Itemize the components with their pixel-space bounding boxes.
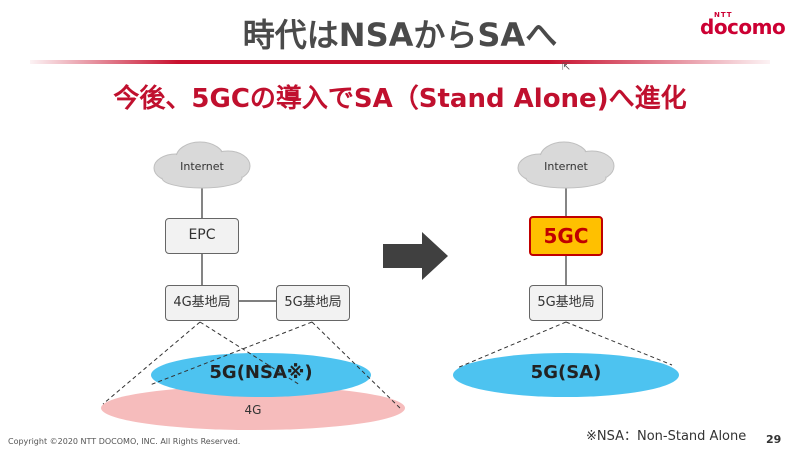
title-underline: [30, 60, 770, 64]
nsa-footnote: ※NSA：Non-Stand Alone: [586, 429, 747, 444]
base-station-4g-node: 4G基地局: [165, 285, 239, 321]
base-station-5g-node-right: 5G基地局: [529, 285, 603, 321]
right-arrow-icon: [383, 232, 448, 280]
base-station-5g-node-left: 5G基地局: [276, 285, 350, 321]
internet-label-right: Internet: [544, 160, 588, 173]
core-5gc-node: 5GC: [529, 216, 603, 256]
area-5g-sa-label: 5G(SA): [530, 362, 602, 383]
area-5g-nsa-label: 5G(NSA※): [209, 362, 313, 383]
coverage-lines-left: [102, 321, 403, 411]
area-4g-ellipse: [101, 386, 405, 430]
cloud-icon: [155, 143, 249, 186]
area-4g-label: 4G: [244, 403, 262, 417]
logo-docomo-text: docomo: [700, 15, 786, 39]
internet-label-left: Internet: [180, 160, 224, 173]
slide-title: 時代はNSAからSAへ: [242, 16, 558, 54]
mouse-cursor-icon: ⇱: [562, 62, 571, 73]
cloud-icon: [519, 143, 613, 186]
area-5g-sa-ellipse: [453, 353, 679, 397]
coverage-lines-right: [456, 321, 673, 369]
page-number: 29: [766, 433, 782, 446]
epc-node: EPC: [165, 218, 239, 254]
logo-ntt-text: NTT: [714, 11, 733, 19]
slide-subtitle: 今後、5GCの導入でSA（Stand Alone)へ進化: [113, 84, 687, 114]
docomo-logo: NTT docomo: [700, 11, 786, 41]
area-5g-nsa-ellipse: [151, 353, 371, 397]
copyright-text: Copyright ©2020 NTT DOCOMO, INC. All Rig…: [8, 437, 241, 446]
